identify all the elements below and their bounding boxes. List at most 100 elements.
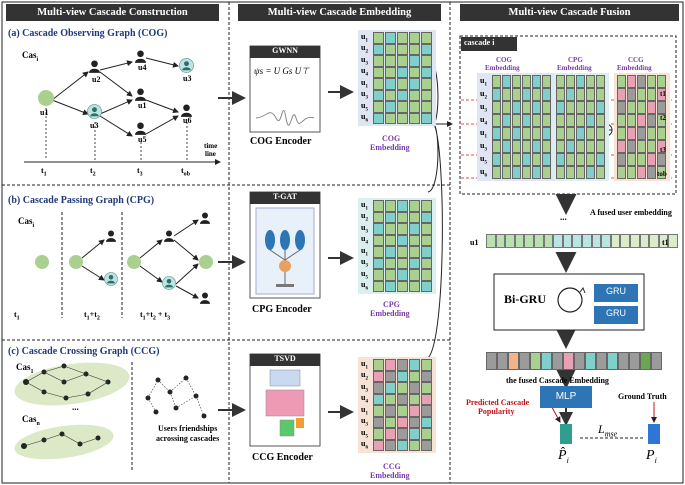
embedding-cell [373, 359, 384, 371]
fused-user-cell [649, 234, 659, 248]
gwnn-formula: ψs = U Gs U⊤ [254, 66, 310, 76]
embedding-cell [421, 66, 432, 78]
embedding-cell [542, 75, 551, 88]
fusion-cpg-label-2: Embedding [557, 64, 592, 72]
embedding-cell [596, 88, 605, 101]
embedding-row-label: u5 [361, 268, 368, 281]
embedding-cell [512, 75, 521, 88]
embedding-cell [576, 140, 585, 153]
embedding-cell [492, 75, 501, 88]
embedding-row: u1 [361, 359, 433, 371]
embedding-row [617, 114, 667, 127]
cpg-t1-t2: t1+t2 [84, 310, 100, 322]
cog-node-u6: u6 [183, 116, 192, 125]
embedding-cell [647, 88, 656, 101]
embedding-row [556, 140, 606, 153]
embedding-row-label: u5 [480, 153, 487, 166]
cog-node-u3b: u3 [183, 74, 192, 83]
ccg-encoder-label: CCG Encoder [252, 452, 313, 463]
embedding-cell [512, 127, 521, 140]
cog-time-t2: t2 [90, 166, 96, 178]
fusion-cpg-label-1: CPG [568, 56, 583, 64]
embedding-row-label: u2 [361, 43, 368, 56]
embedding-cell [637, 166, 646, 179]
ground-truth-label: Ground Truth [618, 392, 667, 401]
embedding-cell [421, 211, 432, 223]
embedding-row-label: u4 [480, 114, 487, 127]
embedding-cell [556, 75, 565, 88]
embedding-cell [397, 55, 408, 67]
mlp-box[interactable]: MLP [555, 391, 577, 402]
embedding-cell [617, 101, 626, 114]
embedding-cell [502, 153, 511, 166]
embedding-cell [617, 114, 626, 127]
embedding-row [556, 166, 606, 179]
embedding-cell [532, 127, 541, 140]
embedding-cell [492, 114, 501, 127]
embedding-cell [596, 166, 605, 179]
embedding-row [556, 153, 606, 166]
tsvd-label: TSVD [274, 354, 296, 363]
embedding-cell [397, 43, 408, 55]
cog-node-u4: u4 [138, 63, 147, 72]
fused-user-cell [533, 234, 544, 248]
ccg-casn-label: Casn [22, 414, 40, 427]
embedding-row: u3 [480, 140, 552, 153]
embedding-cell [385, 428, 396, 440]
embedding-cell [373, 211, 384, 223]
embedding-cell [421, 43, 432, 55]
embedding-cell [409, 416, 420, 428]
embedding-row: u3 [361, 55, 433, 67]
embedding-cell [397, 32, 408, 44]
embedding-cell [397, 405, 408, 417]
embedding-cell [627, 153, 636, 166]
embedding-cell [385, 200, 396, 212]
embedding-cell [373, 112, 384, 124]
embedding-row-label: u6 [361, 439, 368, 452]
embedding-cell [657, 140, 666, 153]
embedding-cell [596, 101, 605, 114]
embedding-cell [502, 114, 511, 127]
embedding-cell [596, 114, 605, 127]
embedding-cell [397, 66, 408, 78]
ccg-cas1-label: Cas1 [16, 362, 34, 375]
embedding-cell [385, 359, 396, 371]
predicted-label-1: Predicted Cascade [466, 398, 530, 407]
embedding-cell [385, 78, 396, 90]
fused-user-cell [562, 234, 573, 248]
embedding-cell [542, 153, 551, 166]
embedding-cell [532, 75, 541, 88]
gru-backward[interactable]: GRU [606, 308, 626, 318]
embedding-cell [421, 428, 432, 440]
embedding-cell [627, 166, 636, 179]
embedding-cell [492, 101, 501, 114]
embedding-cell [617, 153, 626, 166]
fused-cascade-cell [508, 352, 519, 370]
fusion-cog-label-2: Embedding [485, 64, 520, 72]
embedding-row: u2 [361, 211, 433, 223]
embedding-cell [397, 234, 408, 246]
embedding-cell [421, 246, 432, 258]
embedding-cell [409, 223, 420, 235]
gru-forward[interactable]: GRU [606, 286, 626, 296]
embedding-cell [586, 127, 595, 140]
predicted-label-2: Popularity [478, 407, 515, 416]
embedding-row-label: u5 [361, 427, 368, 440]
embedding-cell [586, 140, 595, 153]
embedding-row: u3 [361, 257, 433, 269]
embedding-cell [576, 101, 585, 114]
header-fusion: Multi-view Cascade Fusion [460, 4, 679, 21]
ccg-graph [14, 362, 207, 470]
embedding-cell [657, 114, 666, 127]
embedding-cell [566, 127, 575, 140]
embedding-row-label: u3 [361, 222, 368, 235]
embedding-cell [556, 140, 565, 153]
embedding-cell [576, 153, 585, 166]
embedding-cell [617, 127, 626, 140]
embedding-cell [566, 88, 575, 101]
fusion-cpg-matrix [553, 73, 609, 181]
embedding-row [617, 153, 667, 166]
cpg-embedding-label-2: Embedding [370, 309, 410, 318]
embedding-cell [385, 101, 396, 113]
embedding-row [617, 127, 667, 140]
